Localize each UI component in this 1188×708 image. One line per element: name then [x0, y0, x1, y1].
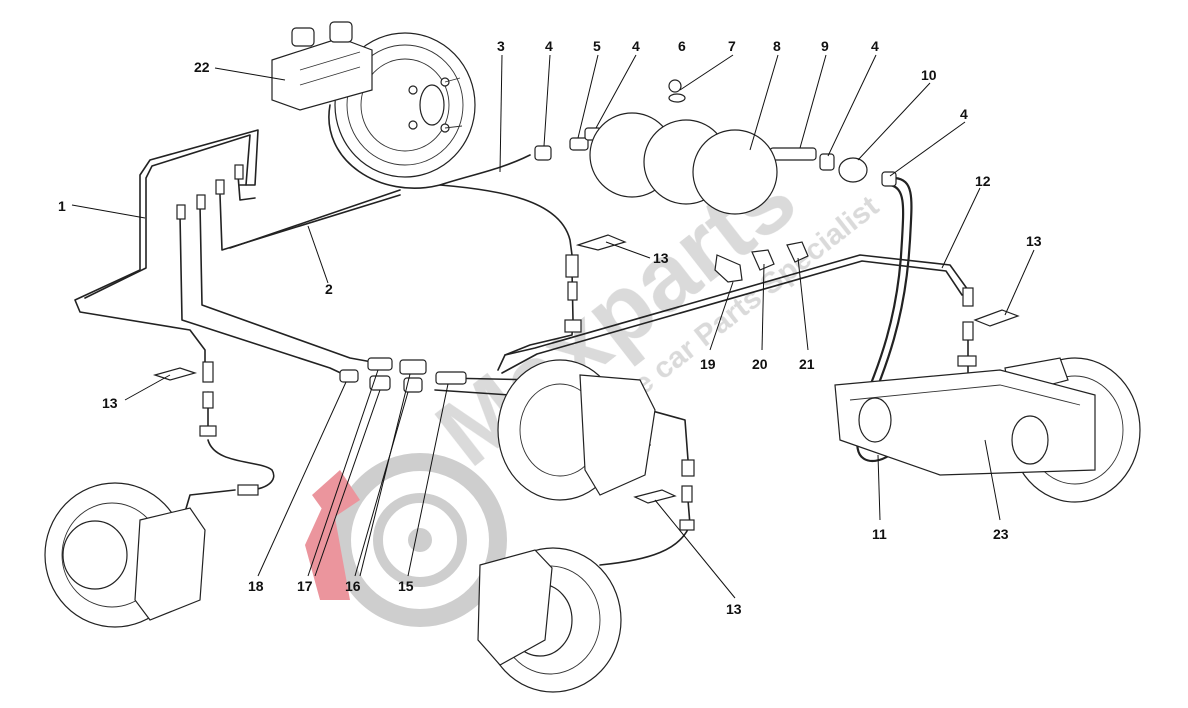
callout-13: 13 — [653, 250, 669, 266]
callout-labels: 1 2 3 4 5 4 6 7 8 9 4 10 4 22 12 13 13 1… — [58, 38, 1042, 617]
callout-9: 9 — [821, 38, 829, 54]
callout-13: 13 — [102, 395, 118, 411]
callout-2: 2 — [325, 281, 333, 297]
front-right-brake-disc — [477, 547, 622, 693]
callout-4: 4 — [871, 38, 879, 54]
callout-13: 13 — [726, 601, 742, 617]
brake-booster-master-cylinder — [271, 21, 476, 178]
watermark-gear-logo — [305, 453, 507, 627]
callout-22: 22 — [194, 59, 210, 75]
callout-6: 6 — [678, 38, 686, 54]
callout-20: 20 — [752, 356, 768, 372]
callout-16: 16 — [345, 578, 361, 594]
callout-13: 13 — [1026, 233, 1042, 249]
callout-7: 7 — [728, 38, 736, 54]
callout-5: 5 — [593, 38, 601, 54]
rear-left-brake-disc — [497, 359, 656, 501]
callout-8: 8 — [773, 38, 781, 54]
rear-crossmember-heatshield — [834, 369, 1096, 476]
callout-leaders — [71, 54, 1035, 599]
callout-15: 15 — [398, 578, 414, 594]
callout-12: 12 — [975, 173, 991, 189]
callout-4: 4 — [545, 38, 553, 54]
callout-18: 18 — [248, 578, 264, 594]
callout-3: 3 — [497, 38, 505, 54]
callout-21: 21 — [799, 356, 815, 372]
front-left-brake-disc — [44, 482, 206, 628]
callout-4: 4 — [632, 38, 640, 54]
callout-4: 4 — [960, 106, 968, 122]
callout-17: 17 — [297, 578, 313, 594]
pressure-spheres — [589, 112, 778, 215]
callout-23: 23 — [993, 526, 1009, 542]
callout-19: 19 — [700, 356, 716, 372]
callout-10: 10 — [921, 67, 937, 83]
callout-11: 11 — [872, 526, 887, 542]
callout-1: 1 — [58, 198, 66, 214]
